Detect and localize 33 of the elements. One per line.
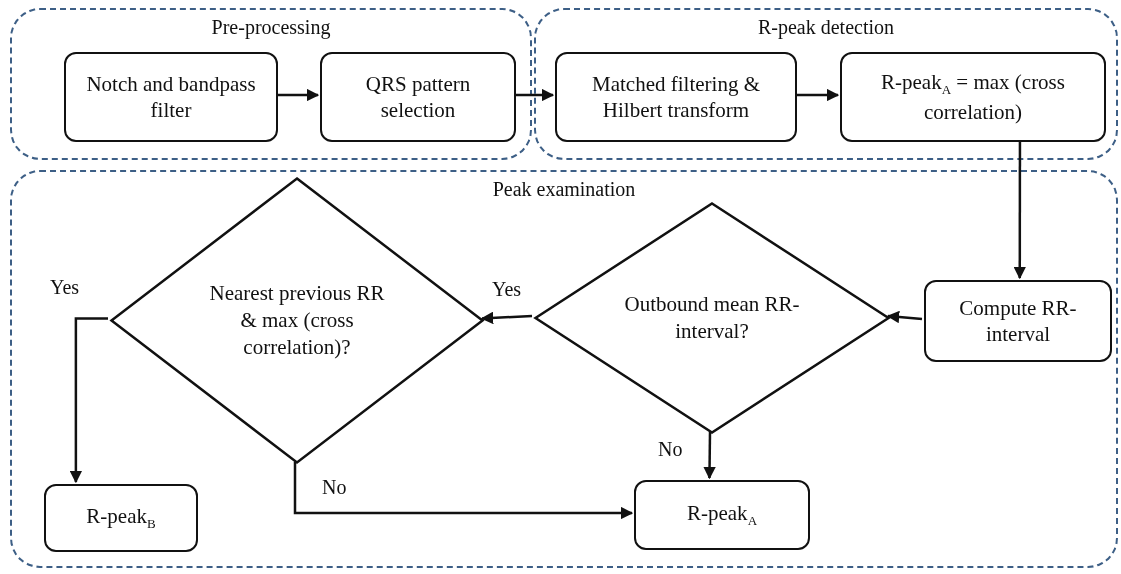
process-box <box>555 52 797 142</box>
process-box <box>44 484 198 552</box>
group-title: Peak examination <box>491 178 637 201</box>
process-text: Notch and bandpass filter <box>85 70 257 124</box>
arrow <box>1013 140 1026 280</box>
process-box <box>840 52 1106 142</box>
group-title: Pre-processing <box>210 16 332 39</box>
process-text: R-peak$_{B}$ <box>86 503 156 533</box>
arrow <box>795 88 840 102</box>
process-box <box>64 52 278 142</box>
process-text: Matched filtering & Hilbert transform <box>591 70 761 124</box>
arrow <box>703 432 716 480</box>
arrow <box>480 311 533 325</box>
process-text: QRS pattern selection <box>364 70 472 124</box>
dashed-group-frame <box>10 170 1118 568</box>
process-box <box>320 52 516 142</box>
arrow <box>886 310 923 324</box>
decision-diamond <box>110 177 484 464</box>
dashed-group-frame <box>10 8 532 160</box>
arrow <box>69 317 108 484</box>
group-title: R-peak detection <box>756 16 896 39</box>
process-box <box>634 480 810 550</box>
decision-text: Nearest previous RR & max (cross correlation)? <box>208 279 386 362</box>
process-text: Compute RR-interval <box>958 294 1078 348</box>
arrow <box>293 462 634 520</box>
decision-diamond <box>534 202 890 434</box>
process-text: R-peak$_{A}$ <box>686 500 757 530</box>
dashed-group-frame <box>534 8 1118 160</box>
decision-text: Outbound mean RR-interval? <box>623 290 801 345</box>
process-box <box>924 280 1112 362</box>
arrow <box>276 88 320 102</box>
process-text: R-peak$_{A}$ = max (cross correlation) <box>880 69 1066 125</box>
arrow <box>514 88 555 102</box>
